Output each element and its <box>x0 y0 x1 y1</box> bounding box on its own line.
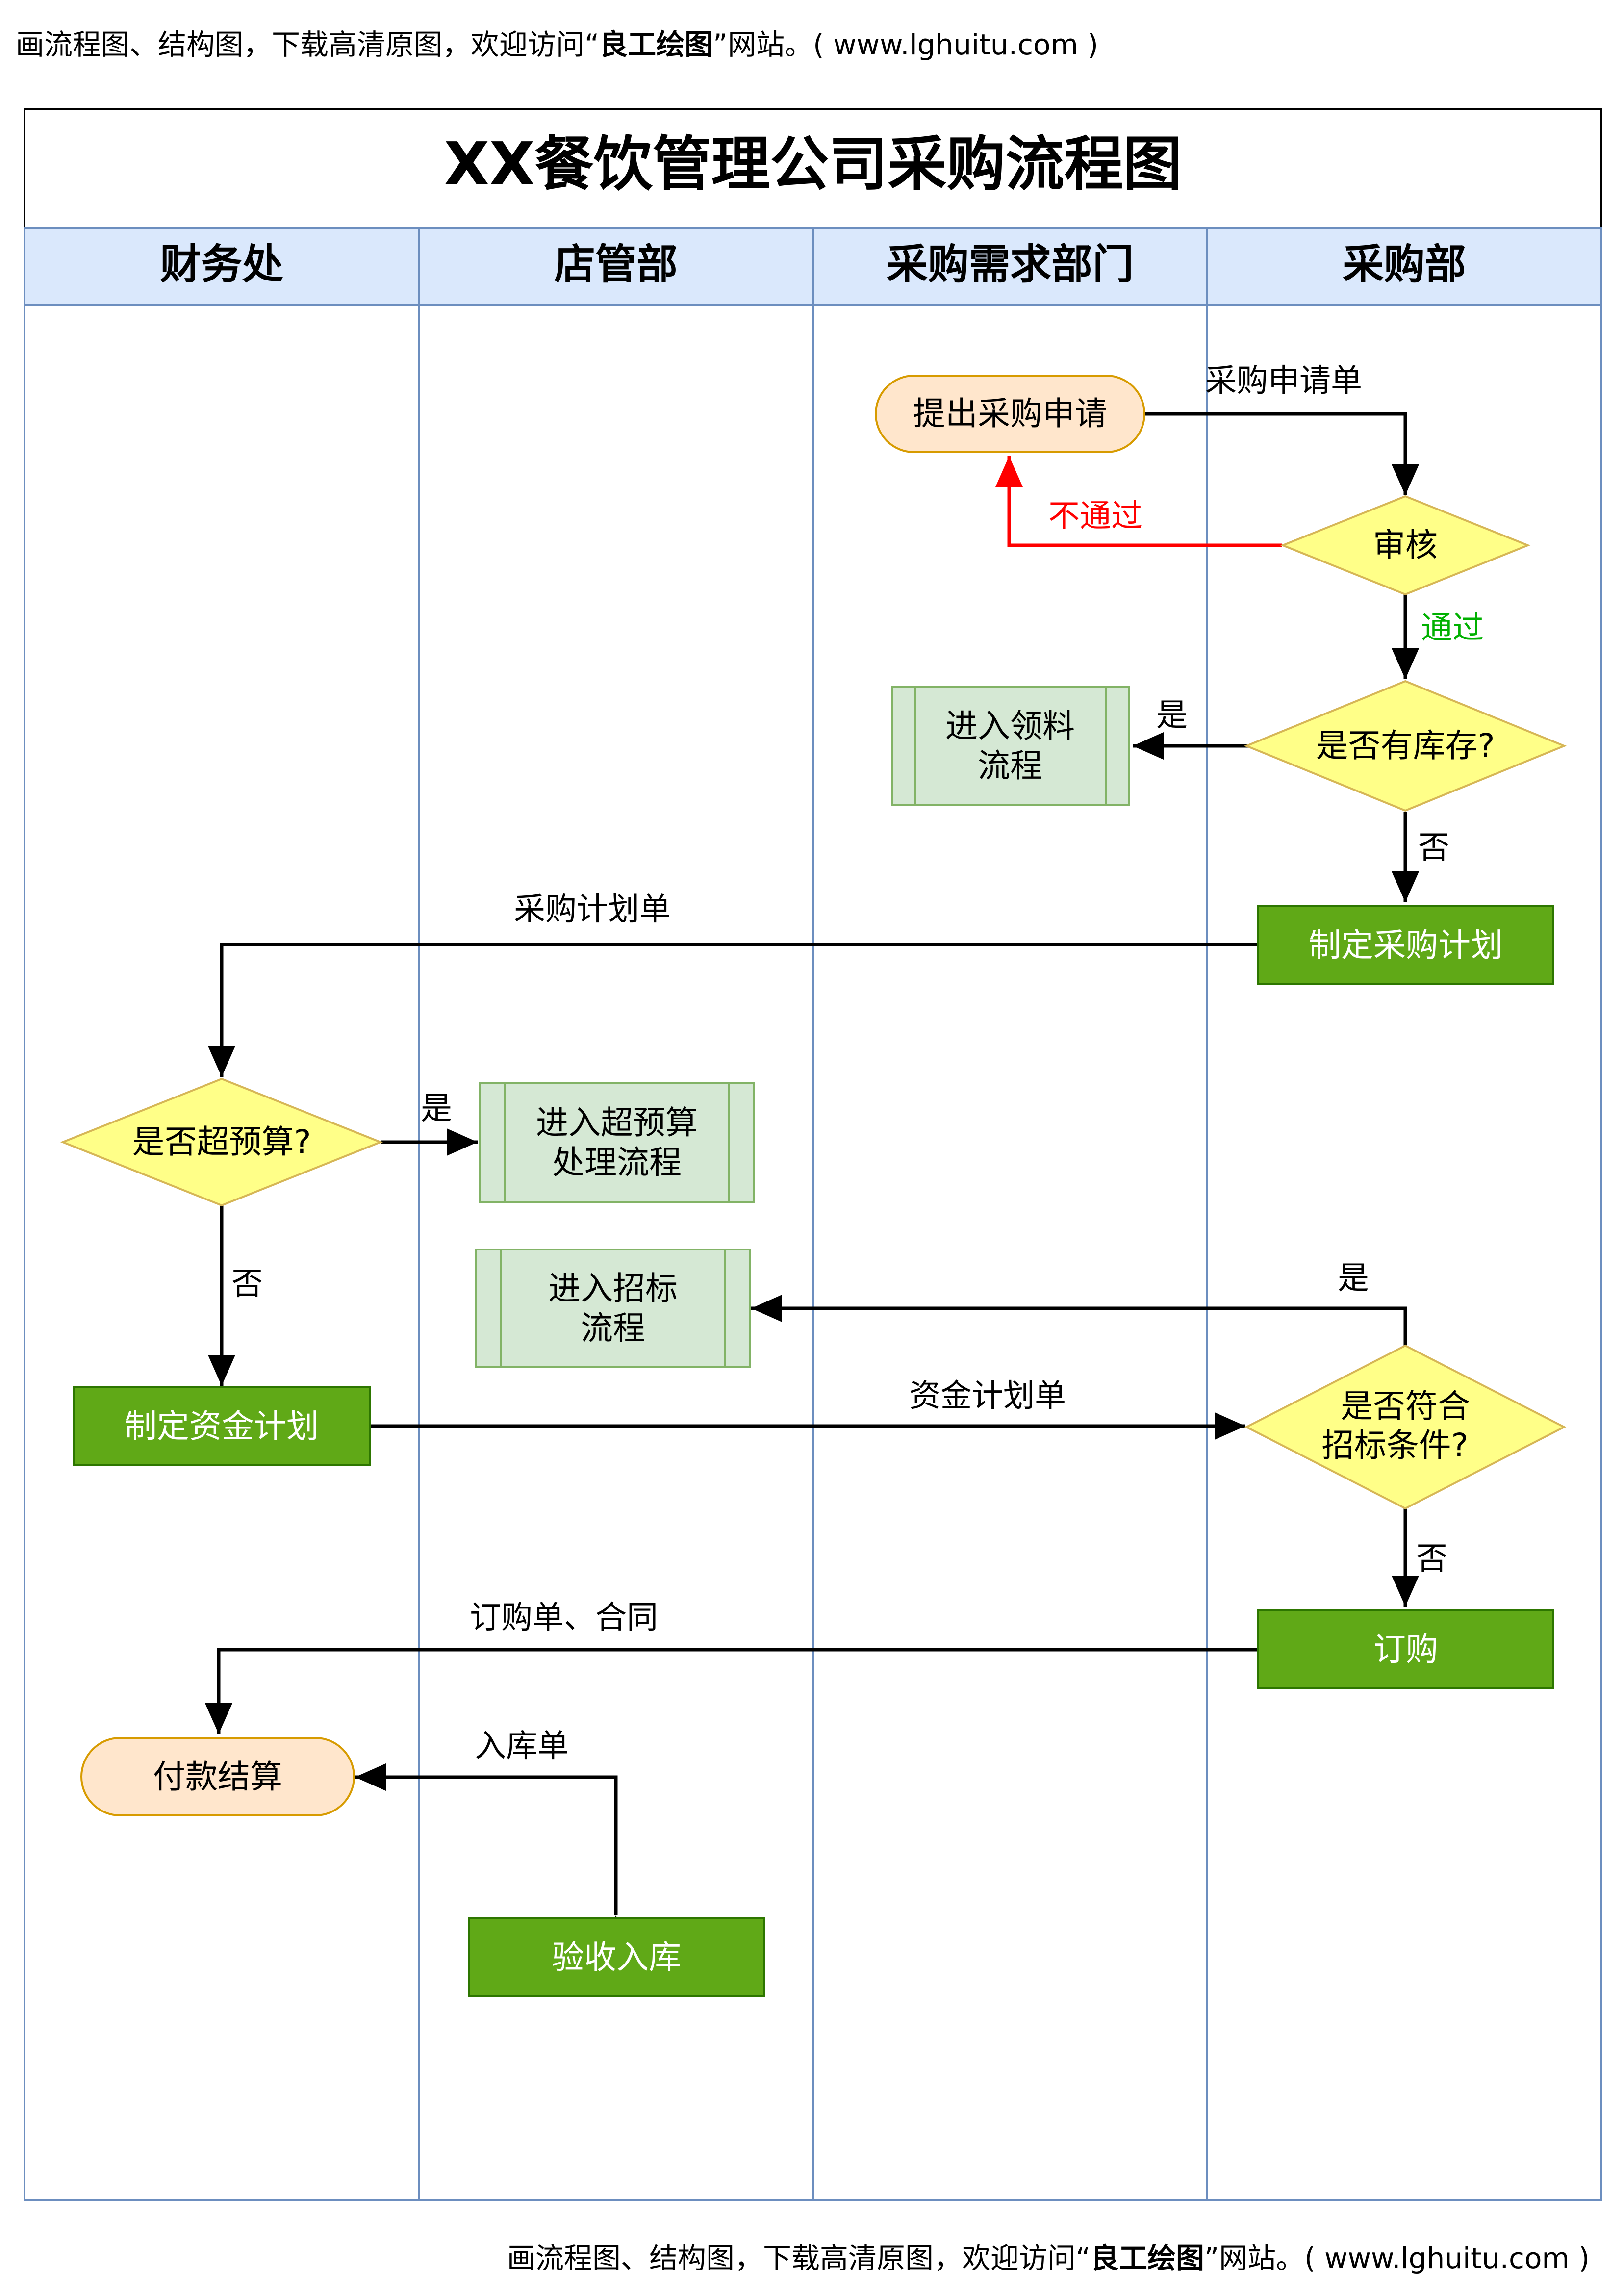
svg-text:提出采购申请: 提出采购申请 <box>913 395 1107 433</box>
svg-text:制定资金计划: 制定资金计划 <box>125 1407 319 1445</box>
node-review[interactable]: 审核 <box>1280 495 1531 596</box>
edge-label-yes-budget: 是 <box>421 1091 452 1127</box>
node-inspection[interactable]: 验收入库 <box>468 1917 765 1997</box>
svg-text:进入超预算: 进入超预算 <box>536 1104 698 1142</box>
lane-header-demand: 采购需求部门 <box>887 240 1134 288</box>
svg-text:付款结算: 付款结算 <box>153 1758 282 1796</box>
edge-review-reject <box>995 456 1282 547</box>
banner-brand[interactable]: 良工绘图 <box>599 28 713 61</box>
svg-text:是否符合: 是否符合 <box>1341 1387 1470 1425</box>
edge-label-order-contract: 订购单、合同 <box>470 1600 658 1636</box>
edge-label-passed: 通过 <box>1421 610 1484 646</box>
banner-url[interactable]: ”网站。( www.lghuitu.com ) <box>713 28 1099 61</box>
svg-text:是否有库存?: 是否有库存? <box>1316 727 1495 765</box>
lane-header-purchasing: 采购部 <box>1343 240 1466 288</box>
top-banner: 画流程图、结构图，下载高清原图，欢迎访问“良工绘图”网站。( www.lghui… <box>16 30 1098 59</box>
lane-header-store: 店管部 <box>554 240 678 288</box>
svg-text:流程: 流程 <box>978 747 1042 785</box>
edge-label-warehouse-receipt: 入库单 <box>475 1728 569 1764</box>
svg-text:制定采购计划: 制定采购计划 <box>1309 926 1503 964</box>
svg-text:进入招标: 进入招标 <box>548 1270 678 1307</box>
banner-text: 画流程图、结构图，下载高清原图，欢迎访问“ <box>507 2242 1091 2275</box>
node-in-stock-question[interactable]: 是否有库存? <box>1243 680 1567 812</box>
edge-label-yes-stock: 是 <box>1156 697 1188 734</box>
svg-text:是否超预算?: 是否超预算? <box>132 1123 311 1161</box>
svg-text:招标条件?: 招标条件? <box>1321 1427 1468 1464</box>
node-bidding-flow[interactable]: 进入招标 流程 <box>475 1249 751 1368</box>
svg-text:进入领料: 进入领料 <box>945 707 1075 745</box>
node-picking-flow[interactable]: 进入领料 流程 <box>891 686 1130 806</box>
edge-bidding-yes <box>751 1295 1407 1346</box>
edge-label-purchase-plan-form: 采购计划单 <box>514 892 671 928</box>
edge-order-to-payment <box>205 1648 1258 1734</box>
edge-request-to-review <box>1144 412 1419 495</box>
title-bar <box>24 108 1602 229</box>
node-order[interactable]: 订购 <box>1257 1609 1554 1689</box>
edge-label-fund-plan-form: 资金计划单 <box>909 1378 1066 1414</box>
node-over-budget-question[interactable]: 是否超预算? <box>60 1077 383 1207</box>
svg-text:订购: 订购 <box>1373 1631 1438 1668</box>
node-bidding-question[interactable]: 是否符合 招标条件? <box>1244 1344 1567 1510</box>
node-payment[interactable]: 付款结算 <box>80 1737 355 1816</box>
lane-header-finance: 财务处 <box>160 240 283 288</box>
bottom-banner: 画流程图、结构图，下载高清原图，欢迎访问“良工绘图”网站。( www.lghui… <box>507 2244 1590 2272</box>
node-make-purchase-plan[interactable]: 制定采购计划 <box>1257 905 1554 985</box>
edge-label-no-bidding: 否 <box>1416 1541 1447 1577</box>
node-submit-request[interactable]: 提出采购申请 <box>875 375 1145 453</box>
edge-plan-to-budget <box>208 943 1258 1077</box>
node-make-fund-plan[interactable]: 制定资金计划 <box>73 1386 371 1466</box>
banner-url[interactable]: ”网站。( www.lghuitu.com ) <box>1204 2242 1590 2275</box>
edge-payment-inspection <box>355 1763 630 1946</box>
banner-brand[interactable]: 良工绘图 <box>1091 2242 1205 2275</box>
edge-label-purchase-request-form: 采购申请单 <box>1205 363 1362 399</box>
svg-text:流程: 流程 <box>581 1309 645 1347</box>
edge-label-no-stock: 否 <box>1418 830 1449 866</box>
edge-label-not-passed: 不通过 <box>1048 498 1142 535</box>
svg-text:验收入库: 验收入库 <box>552 1938 681 1976</box>
page-title: XX餐饮管理公司采购流程图 <box>444 130 1182 199</box>
edge-label-no-budget: 否 <box>231 1266 263 1302</box>
node-over-budget-flow[interactable]: 进入超预算 处理流程 <box>479 1082 755 1203</box>
edge-label-yes-bidding: 是 <box>1338 1260 1369 1297</box>
banner-text: 画流程图、结构图，下载高清原图，欢迎访问“ <box>16 28 600 61</box>
svg-text:处理流程: 处理流程 <box>552 1144 682 1181</box>
svg-text:审核: 审核 <box>1373 526 1438 564</box>
